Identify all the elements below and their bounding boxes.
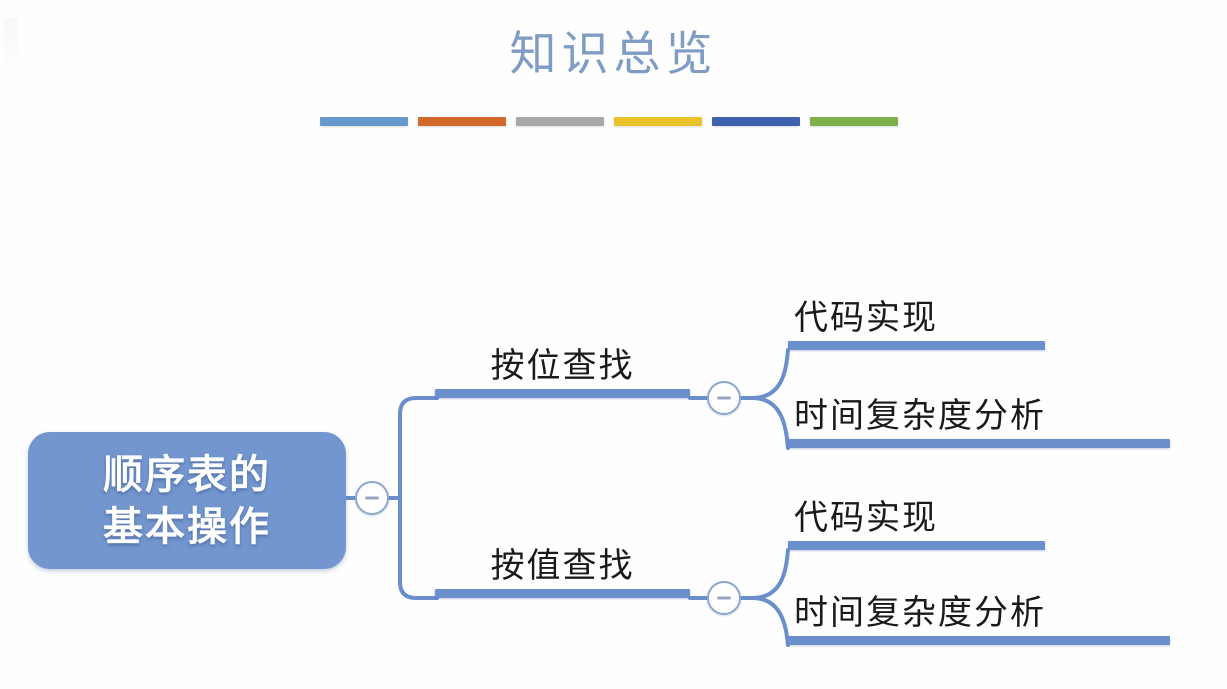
watermark-artifact: [4, 18, 18, 62]
connector-branch2-to-leaf-2: [750, 596, 790, 647]
leaf-2-2-label: 时间复杂度分析: [794, 593, 1046, 633]
leaf-1-1-label: 代码实现: [794, 298, 938, 338]
connector-root-to-branch-2: [398, 496, 439, 600]
decor-bar-green: [810, 117, 898, 126]
collapse-toggle-root[interactable]: [355, 481, 389, 515]
mindmap-leaf-node-1-2[interactable]: 时间复杂度分析: [788, 384, 1170, 448]
mindmap-branch-node-1[interactable]: 按位查找: [435, 334, 690, 398]
connector-branch2-to-leaf-1: [750, 548, 790, 600]
mindmap-leaf-node-2-2[interactable]: 时间复杂度分析: [788, 581, 1170, 645]
leaf-1-1-underline-bar: [788, 341, 1045, 350]
connector-branch1-to-leaf-2: [750, 396, 790, 450]
mindmap-leaf-node-2-1[interactable]: 代码实现: [788, 486, 1045, 550]
branch-1-label: 按位查找: [490, 346, 635, 386]
minus-icon: [717, 596, 731, 600]
decor-bar-orange: [418, 117, 506, 126]
mindmap-leaf-node-1-1[interactable]: 代码实现: [788, 286, 1045, 350]
collapse-toggle-branch-1[interactable]: [707, 381, 741, 415]
decor-bar-gray: [516, 117, 604, 126]
minus-icon: [717, 396, 731, 400]
root-label-line-2: 基本操作: [103, 503, 271, 550]
connector-branch1-to-leaf-1: [750, 348, 790, 400]
leaf-1-2-underline-bar: [788, 439, 1170, 448]
leaf-2-1-underline-bar: [788, 541, 1045, 550]
decorative-bar-strip: [320, 117, 900, 129]
branch-2-underline-bar: [435, 589, 690, 598]
leaf-2-1-label: 代码实现: [794, 498, 938, 538]
mindmap-root-node[interactable]: 顺序表的 基本操作: [28, 432, 346, 569]
decor-bar-blue: [320, 117, 408, 126]
leaf-1-2-label: 时间复杂度分析: [794, 396, 1046, 436]
branch-2-label: 按值查找: [490, 546, 635, 586]
decor-bar-yellow: [614, 117, 702, 126]
minus-icon: [365, 496, 379, 500]
connector-root-to-branch-1: [398, 396, 439, 500]
collapse-toggle-branch-2[interactable]: [707, 581, 741, 615]
page-title: 知识总览: [509, 27, 718, 82]
leaf-2-2-underline-bar: [788, 636, 1170, 645]
root-label-line-1: 顺序表的: [103, 451, 271, 498]
branch-1-underline-bar: [435, 389, 690, 398]
decor-bar-darkblue: [712, 117, 800, 126]
mindmap-branch-node-2[interactable]: 按值查找: [435, 534, 690, 598]
